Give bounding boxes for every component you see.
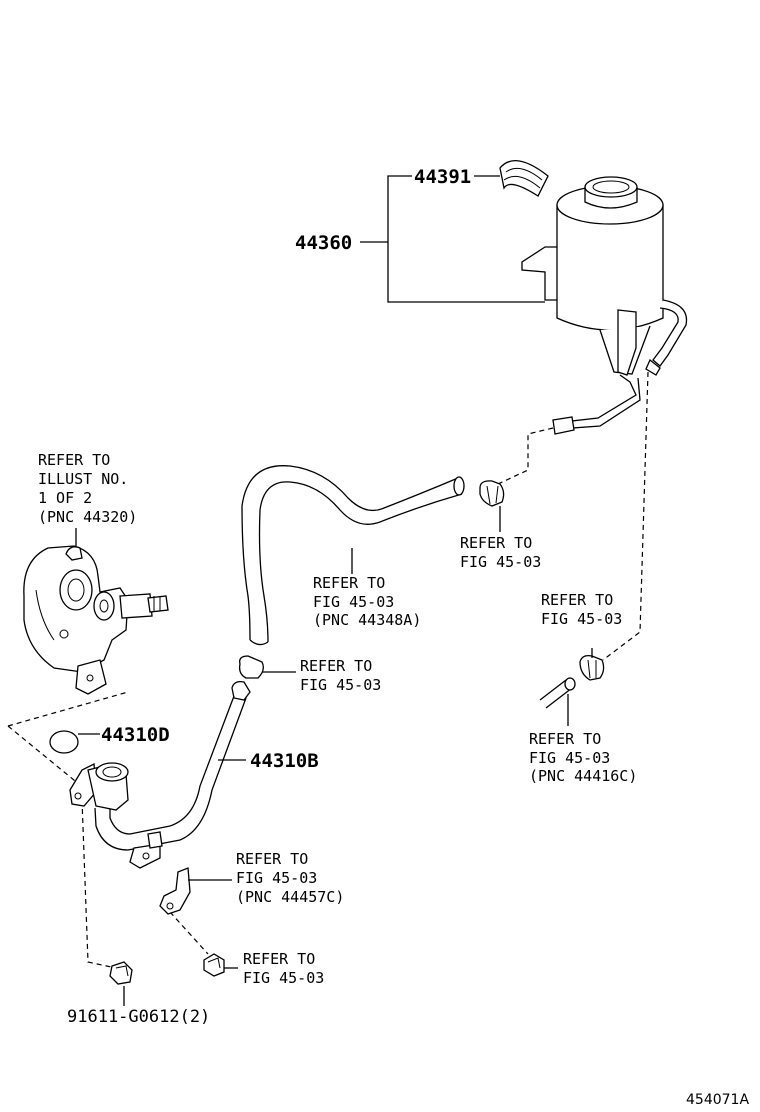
leader-bracket-44360: [387, 175, 545, 303]
svg-text:REFER TO: REFER TO: [300, 657, 372, 675]
feed-pipe-44310B-drawing: [94, 655, 264, 869]
pipe-bracket-drawing: [159, 867, 191, 915]
svg-text:FIG 45-03: FIG 45-03: [313, 593, 394, 611]
svg-text:REFER TO: REFER TO: [541, 591, 613, 609]
o-ring-44310D-drawing: [49, 730, 79, 754]
svg-text:(PNC 44457C): (PNC 44457C): [236, 888, 344, 906]
dashed-line-bracket-to-bolt: [169, 911, 209, 955]
illustration-number: 454071A: [686, 1092, 749, 1108]
note-bolt-reference: REFER TO FIG 45-03: [243, 950, 324, 987]
note-clamp-upper: REFER TO FIG 45-03: [460, 534, 541, 571]
svg-text:FIG 45-03: FIG 45-03: [236, 869, 317, 887]
svg-text:REFER TO: REFER TO: [38, 451, 110, 469]
dashed-line-return-to-pipe: [602, 371, 649, 661]
svg-text:FIG 45-03: FIG 45-03: [529, 749, 610, 767]
svg-text:REFER TO: REFER TO: [529, 730, 601, 748]
svg-text:1 OF 2: 1 OF 2: [38, 489, 92, 507]
dashed-line-flange-to-bolt: [81, 799, 117, 969]
svg-text:(PNC 44348A): (PNC 44348A): [313, 611, 421, 629]
label-44310B: 44310B: [250, 750, 319, 772]
union-fitting-drawing: [69, 762, 129, 811]
reservoir-tank-drawing: [521, 176, 688, 435]
svg-text:REFER TO: REFER TO: [313, 574, 385, 592]
dashed-line-pump-to-hose: [7, 691, 129, 786]
suction-hose-drawing: [241, 465, 465, 646]
note-clamp-mid: REFER TO FIG 45-03: [300, 657, 381, 694]
clamp-upper-drawing: [479, 480, 505, 507]
svg-text:FIG 45-03: FIG 45-03: [300, 676, 381, 694]
power-steering-pump-drawing: [23, 545, 169, 695]
dashed-line-outlet-to-clamp: [497, 427, 554, 485]
svg-text:FIG 45-03: FIG 45-03: [541, 610, 622, 628]
note-bracket-reference: REFER TO FIG 45-03 (PNC 44457C): [236, 850, 344, 906]
note-pump-reference: REFER TO ILLUST NO. 1 OF 2 (PNC 44320): [38, 451, 137, 526]
note-return-pipe: REFER TO FIG 45-03 (PNC 44416C): [529, 730, 637, 785]
label-44310D: 44310D: [101, 724, 170, 746]
svg-text:REFER TO: REFER TO: [236, 850, 308, 868]
gasket-44391-drawing: [499, 160, 549, 197]
svg-text:REFER TO: REFER TO: [243, 950, 315, 968]
svg-text:(PNC 44320): (PNC 44320): [38, 508, 137, 526]
svg-text:FIG 45-03: FIG 45-03: [460, 553, 541, 571]
svg-text:REFER TO: REFER TO: [460, 534, 532, 552]
label-bolt-91611: 91611-G0612(2): [67, 1007, 210, 1027]
bolt-bracket-drawing: [203, 953, 225, 977]
return-pipe-drawing: [539, 654, 605, 709]
label-44391: 44391: [414, 166, 471, 188]
label-44360: 44360: [295, 232, 352, 254]
svg-text:ILLUST NO.: ILLUST NO.: [38, 470, 128, 488]
svg-text:(PNC 44416C): (PNC 44416C): [529, 767, 637, 785]
note-hose-reference: REFER TO FIG 45-03 (PNC 44348A): [313, 574, 421, 629]
note-clamp-far-right: REFER TO FIG 45-03: [541, 591, 622, 628]
svg-text:FIG 45-03: FIG 45-03: [243, 969, 324, 987]
bolt-91611-drawing: [109, 961, 133, 985]
